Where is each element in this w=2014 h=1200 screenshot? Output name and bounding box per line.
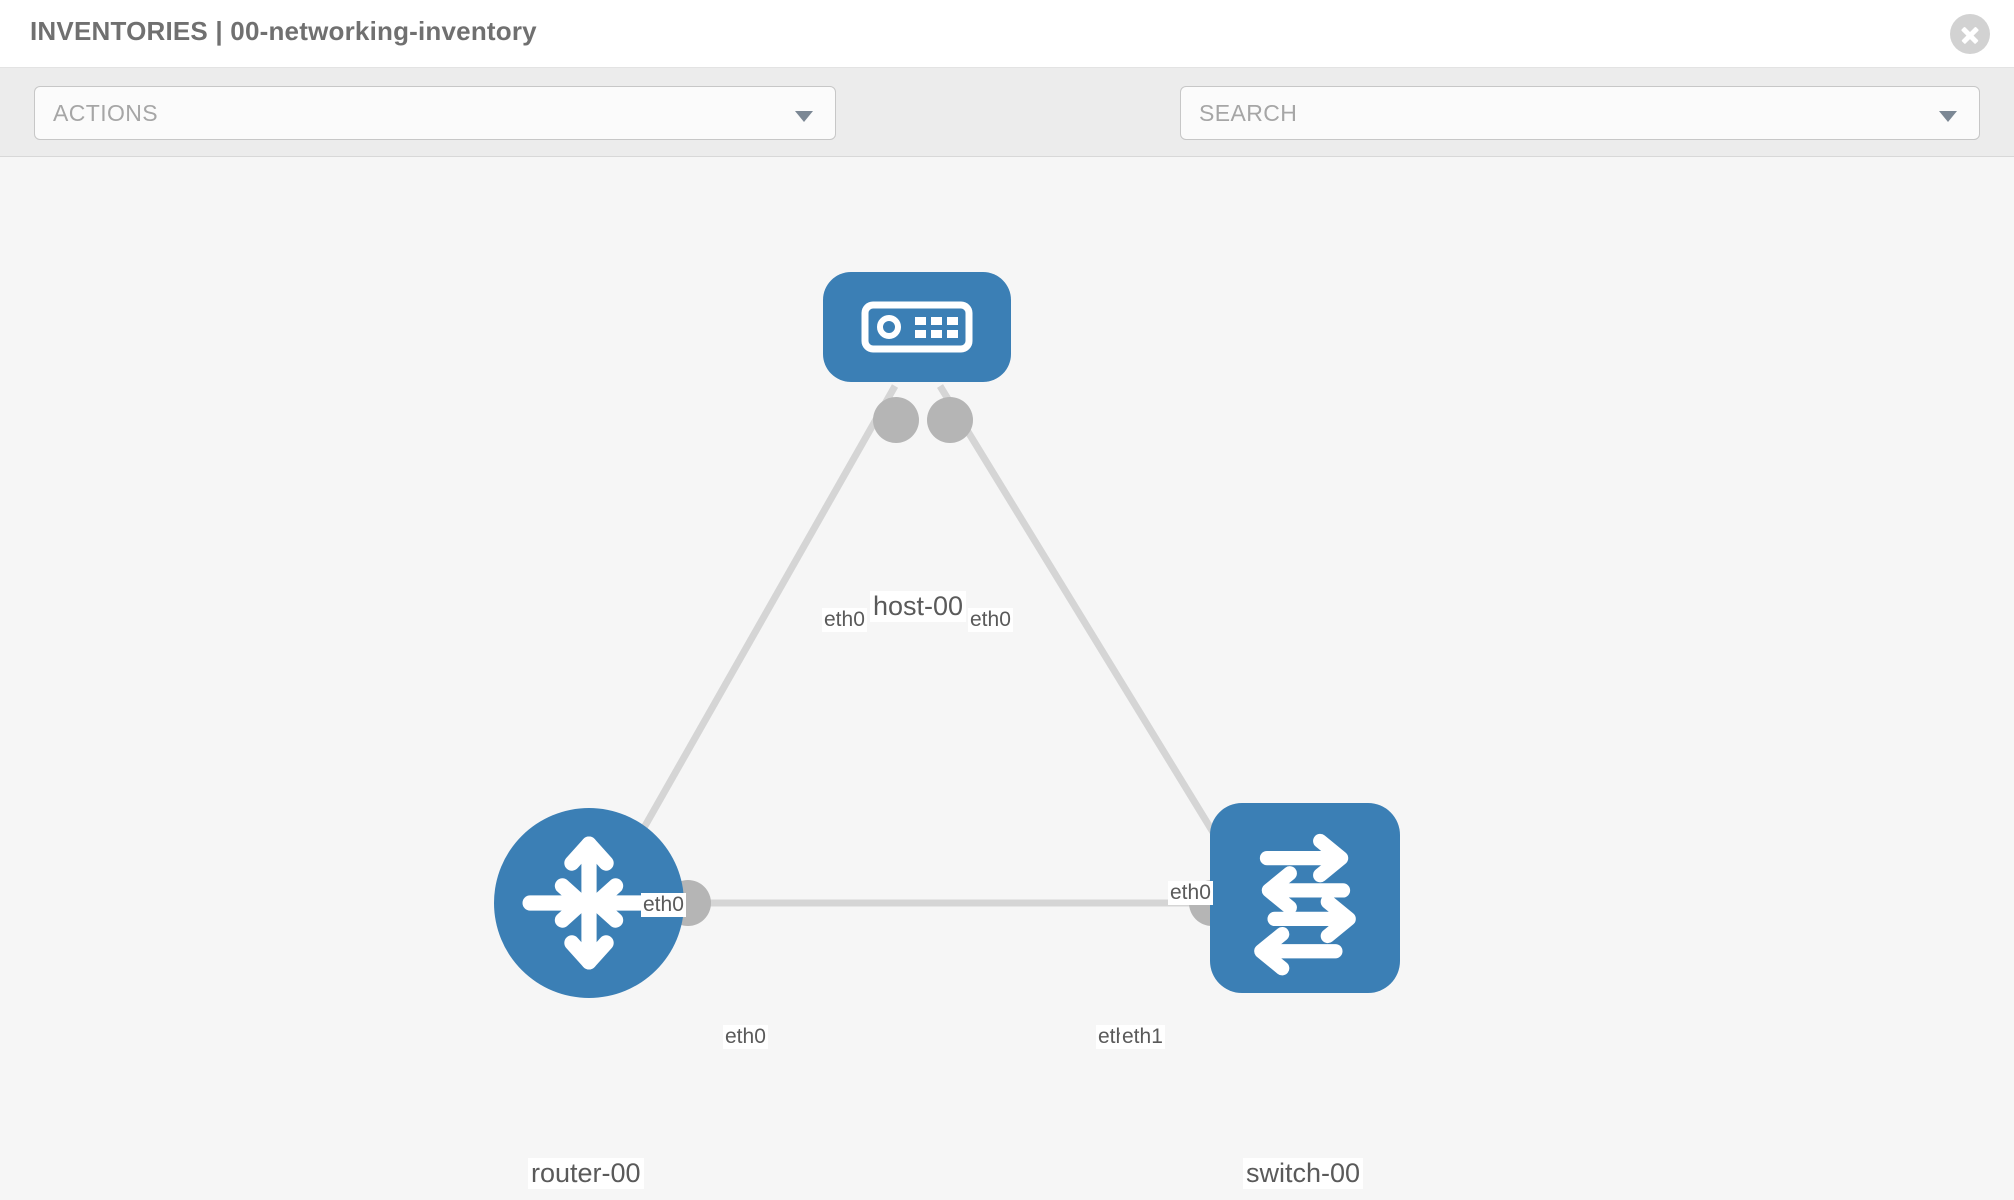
topology-canvas[interactable]: host-00 router-00 switch-00 eth0 eth0 et… (0, 158, 2014, 1200)
page-header: INVENTORIES | 00-networking-inventory (0, 0, 2014, 68)
actions-dropdown[interactable]: ACTIONS (34, 86, 836, 140)
node-label-router-00: router-00 (528, 1158, 644, 1189)
chevron-down-icon (1939, 111, 1957, 122)
toolbar: ACTIONS SEARCH (0, 68, 2014, 203)
interface-label-router-uplink: eth0 (641, 893, 686, 917)
connector-host-right (927, 397, 973, 443)
interface-label-switch-left: eth1 (1120, 1025, 1165, 1049)
interface-label-host-right: eth0 (968, 608, 1013, 632)
interface-label-router-right: eth0 (723, 1025, 768, 1049)
node-host-00[interactable] (823, 272, 1011, 382)
server-icon (861, 301, 973, 353)
node-label-host-00: host-00 (870, 591, 967, 622)
interface-label-switch-uplink: eth0 (1168, 881, 1213, 905)
search-input[interactable]: SEARCH (1180, 86, 1980, 140)
actions-dropdown-label: ACTIONS (53, 100, 159, 126)
router-arrows-icon (522, 836, 656, 970)
connector-host-left (873, 397, 919, 443)
edge-host-router (616, 384, 899, 872)
node-label-switch-00: switch-00 (1243, 1158, 1364, 1189)
chevron-down-icon (795, 111, 813, 122)
edge-host-switch (937, 384, 1241, 875)
node-router-00[interactable] (494, 808, 684, 998)
page-title: INVENTORIES | 00-networking-inventory (30, 16, 537, 46)
node-switch-00[interactable] (1210, 803, 1400, 993)
search-placeholder: SEARCH (1199, 100, 1298, 126)
interface-label-host-left: eth0 (822, 608, 867, 632)
close-icon[interactable] (1950, 14, 1990, 54)
switch-arrows-icon (1254, 833, 1356, 976)
